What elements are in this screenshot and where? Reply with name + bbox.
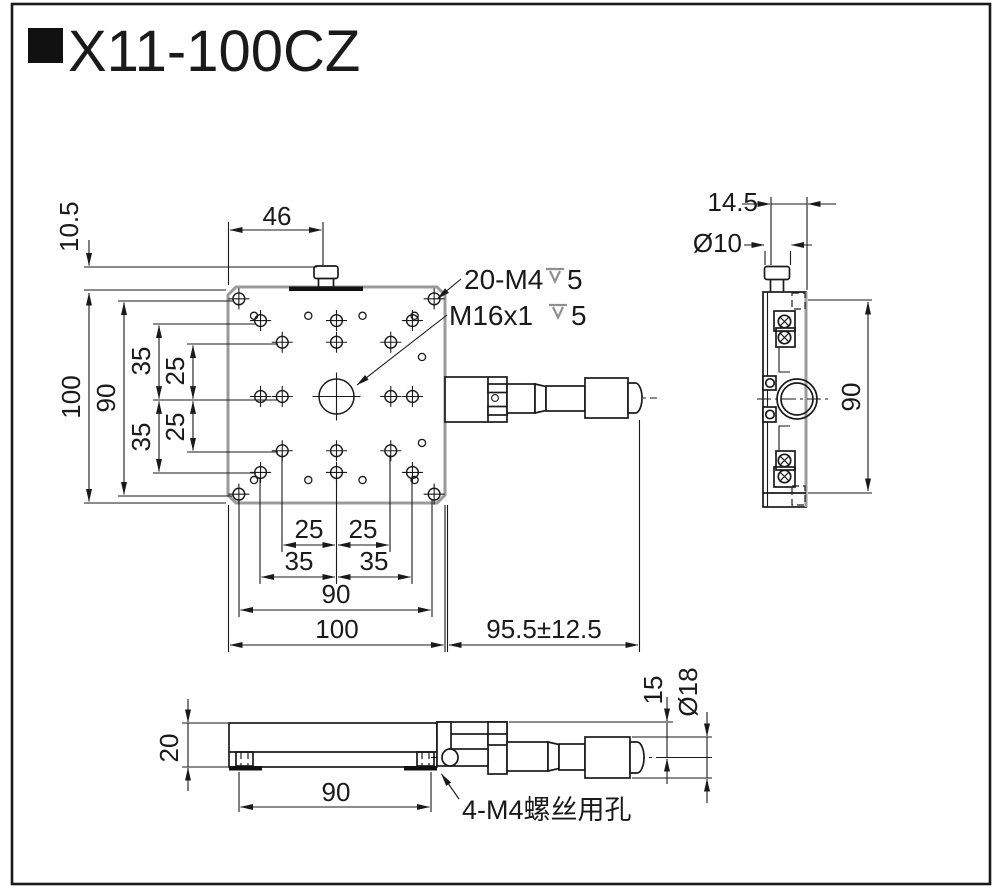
- title-block: X11-100CZ: [28, 19, 360, 84]
- title-bullet-square: [28, 28, 63, 63]
- dim-corner-span-h: 90: [322, 579, 351, 609]
- dim-bottom-base-span: 90: [322, 777, 351, 807]
- bottom-view: 20 90 15 Ø18 4-M4螺丝用孔: [154, 667, 712, 825]
- dim-v35-top: 35: [126, 347, 156, 376]
- dim-bottom-thimble-diameter: Ø18: [673, 667, 703, 716]
- front-hole-pattern: [228, 288, 445, 505]
- side-knob-stem: [769, 278, 785, 294]
- dim-knob-edge-offset: 10.5: [54, 201, 84, 252]
- dim-h35-right: 35: [360, 546, 389, 576]
- side-knob-cap: [763, 265, 791, 281]
- dim-bottom-axis-height: 15: [638, 676, 668, 705]
- front-extension-lines: [84, 222, 641, 652]
- dim-v25-top: 25: [160, 357, 190, 386]
- dim-side-knob-offset: 14.5: [707, 187, 758, 217]
- page-title: X11-100CZ: [68, 19, 360, 84]
- sheet-border: [10, 2, 992, 886]
- front-micrometer: [444, 376, 657, 423]
- dim-h35-left: 35: [285, 546, 314, 576]
- dim-side-body-height: 90: [836, 383, 866, 412]
- dim-plate-height: 100: [56, 375, 86, 418]
- dim-knob-from-left: 46: [263, 201, 292, 231]
- callout-center-hole-prefix: M16x1: [449, 300, 533, 331]
- depth-symbol: [549, 303, 567, 321]
- bottom-right-foot: [404, 766, 437, 771]
- bottom-left-foot: [229, 766, 262, 771]
- front-clamp-strip: [289, 286, 363, 291]
- bottom-dimension-lines: [182, 697, 712, 812]
- dim-h25-left: 25: [295, 514, 324, 544]
- callout-top-holes-prefix: 20-M4: [464, 264, 543, 295]
- front-view: 10.5 46 100 90 35 25 25 35 25 25 35 35 9…: [54, 201, 657, 652]
- dim-micrometer-travel: 95.5±12.5: [486, 614, 601, 644]
- dim-v35-bottom: 35: [126, 423, 156, 452]
- front-dimension-lines: [86, 227, 639, 648]
- bottom-body: [228, 722, 438, 768]
- side-dimension-lines: [742, 197, 872, 494]
- callout-center-hole-depth: 5: [571, 300, 587, 331]
- callout-base-holes: 4-M4螺丝用孔: [462, 795, 632, 825]
- dim-bottom-thickness: 20: [154, 734, 184, 763]
- callout-top-holes-depth: 5: [567, 264, 583, 295]
- hole-callouts: 20-M4 5 M16x1 5: [356, 264, 587, 386]
- dim-corner-span-v: 90: [91, 384, 121, 413]
- dim-side-knob-diameter: Ø10: [693, 228, 742, 258]
- dim-h25-right: 25: [349, 514, 378, 544]
- side-view: 14.5 Ø10 90: [693, 187, 872, 508]
- bottom-micrometer: [431, 721, 660, 779]
- dim-v25-bottom: 25: [160, 413, 190, 442]
- depth-symbol: [546, 267, 564, 285]
- dim-overall-width: 100: [315, 614, 358, 644]
- front-knob-cap: [313, 265, 339, 280]
